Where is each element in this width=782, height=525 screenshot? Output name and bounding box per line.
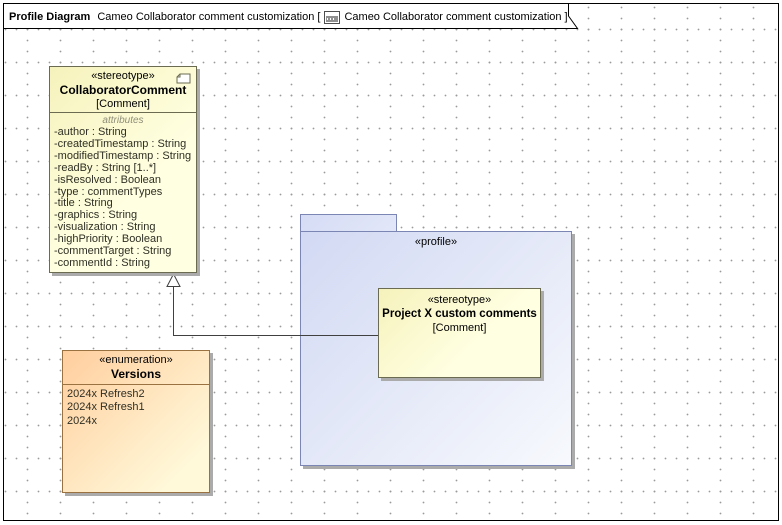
stereotype-keyword: «stereotype» bbox=[427, 294, 492, 306]
enumeration-literal[interactable]: 2024x Refresh1 bbox=[67, 401, 145, 414]
class-name: Project X custom comments bbox=[382, 308, 537, 320]
attribute-item[interactable]: -author : String bbox=[54, 126, 127, 138]
attribute-item[interactable]: -type : commentTypes bbox=[54, 185, 163, 198]
stereotype-keyword: «stereotype» bbox=[91, 70, 155, 82]
diagram-type-label: Profile Diagram bbox=[9, 11, 91, 23]
profile-package-tab[interactable] bbox=[300, 214, 397, 232]
attribute-item[interactable]: -highPriority : Boolean bbox=[54, 233, 163, 246]
diagram-name-label: Cameo Collaborator comment customization… bbox=[97, 11, 321, 23]
attribute-item[interactable]: -readBy : String [1..*] bbox=[54, 161, 157, 174]
diagram-frame-reference: Cameo Collaborator comment customization… bbox=[344, 11, 568, 23]
profile-diagram-icon bbox=[324, 10, 341, 24]
enumeration-literal[interactable]: 2024x Refresh2 bbox=[67, 388, 145, 400]
enumeration-name: Versions bbox=[110, 367, 162, 381]
metaclass-label: [Comment] bbox=[96, 98, 150, 110]
compartment-separator bbox=[50, 112, 196, 113]
attribute-item[interactable]: -visualization : String bbox=[54, 221, 156, 234]
metaclass-label: [Comment] bbox=[432, 322, 487, 334]
attributes-list: -author : String -createdTimestamp : Str… bbox=[50, 126, 196, 270]
class-name: CollaboratorComment bbox=[59, 83, 187, 97]
enumeration-literal[interactable]: 2024x bbox=[67, 414, 97, 427]
versions-enumeration[interactable]: «enumeration» Versions 2024x Refresh2 20… bbox=[62, 350, 210, 493]
attribute-item[interactable]: -commentTarget : String bbox=[54, 245, 172, 258]
enumeration-keyword: «enumeration» bbox=[99, 354, 173, 366]
attributes-compartment-label: attributes bbox=[102, 115, 144, 126]
enumeration-literals: 2024x Refresh2 2024x Refresh1 2024x bbox=[63, 385, 209, 428]
compartment-separator bbox=[63, 384, 209, 385]
attribute-item[interactable]: -modifiedTimestamp : String bbox=[54, 149, 192, 162]
attribute-item[interactable]: -title : String bbox=[54, 197, 113, 210]
attribute-item[interactable]: -isResolved : Boolean bbox=[54, 173, 162, 186]
project-x-stereotype-class[interactable]: «stereotype» Project X custom comments [… bbox=[378, 288, 541, 378]
attribute-item[interactable]: -commentId : String bbox=[54, 256, 150, 269]
stereotype-class-icon bbox=[176, 71, 191, 89]
collaborator-comment-class[interactable]: «stereotype» CollaboratorComment [Commen… bbox=[49, 66, 197, 273]
diagram-header-tab[interactable]: Profile Diagram Cameo Collaborator comme… bbox=[9, 9, 568, 25]
profile-stereotype-label: «profile» bbox=[414, 236, 458, 248]
attribute-item[interactable]: -graphics : String bbox=[54, 209, 138, 222]
attribute-item[interactable]: -createdTimestamp : String bbox=[54, 137, 187, 150]
